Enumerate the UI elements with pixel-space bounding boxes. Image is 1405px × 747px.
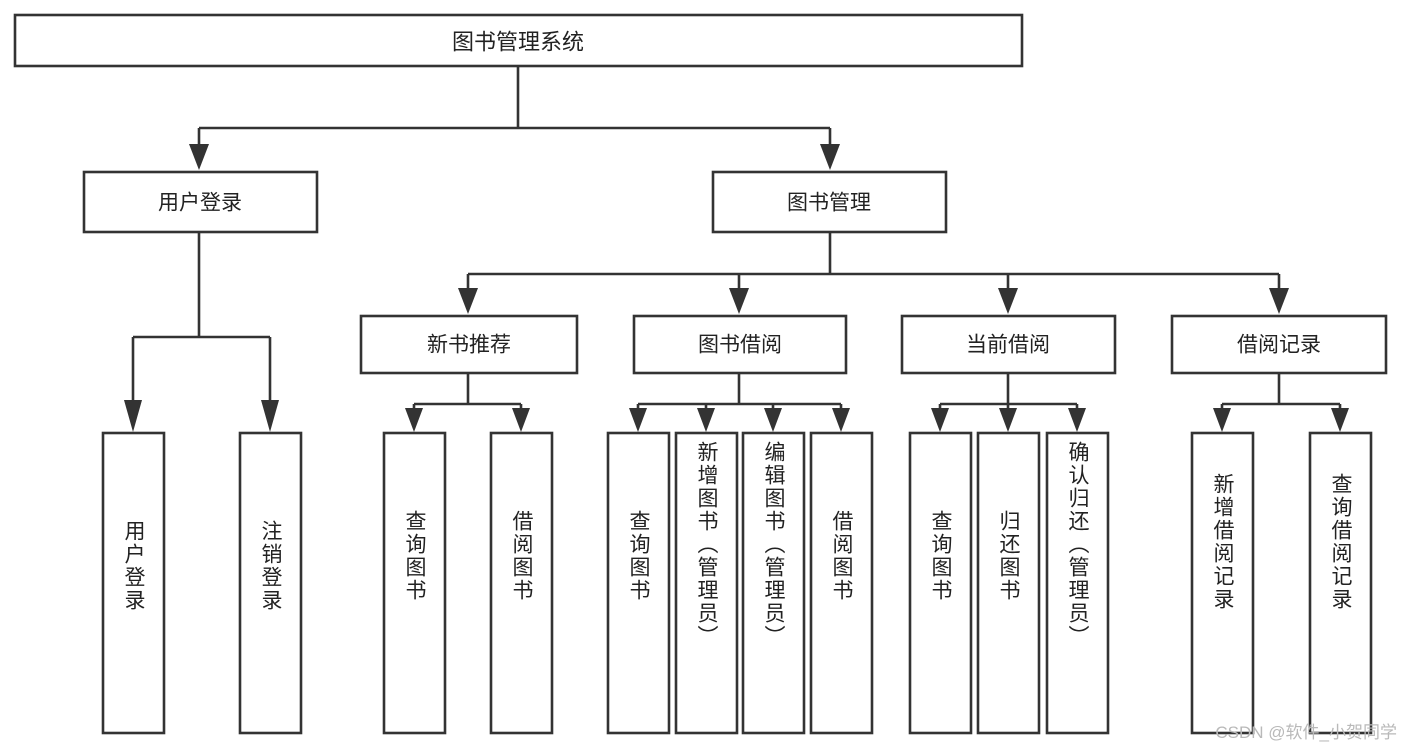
- arrow-head-leaf-query-record: [1331, 408, 1349, 432]
- connector-group-root: [189, 66, 840, 170]
- node-box-book-borrow[interactable]: [632, 314, 848, 375]
- node-box-leaf-return-book[interactable]: [976, 431, 1041, 735]
- node-label-borrow-record: 借阅记录: [1237, 334, 1321, 357]
- node-box-leaf-query-book-2[interactable]: [606, 431, 671, 735]
- node-box-leaf-borrow-book-2[interactable]: [809, 431, 874, 735]
- arrow-head-leaf-query-book-1: [405, 408, 423, 432]
- node-box-leaf-confirm-return[interactable]: [1045, 431, 1110, 735]
- arrow-head-leaf-user-login: [124, 400, 142, 432]
- node-label-root: 图书管理系统: [452, 30, 584, 55]
- node-box-new-book-recommend[interactable]: [359, 314, 579, 375]
- node-box-leaf-user-login[interactable]: [101, 431, 166, 735]
- arrow-head-leaf-borrow-book-1: [512, 408, 530, 432]
- arrow-head-borrow-record: [1269, 288, 1289, 314]
- node-box-book-management[interactable]: [711, 170, 948, 234]
- arrow-head-leaf-edit-book: [764, 408, 782, 432]
- arrow-head-leaf-return-book: [999, 408, 1017, 432]
- arrow-head-leaf-confirm-return: [1068, 408, 1086, 432]
- node-box-current-borrow[interactable]: [900, 314, 1117, 375]
- node-label-new-book-recommend: 新书推荐: [427, 334, 511, 357]
- arrow-head-user-login: [189, 144, 209, 170]
- arrow-head-book-management: [820, 144, 840, 170]
- node-label-current-borrow: 当前借阅: [966, 334, 1050, 357]
- node-box-leaf-query-book-3[interactable]: [908, 431, 973, 735]
- arrow-head-leaf-query-book-3: [931, 408, 949, 432]
- node-box-leaf-add-record[interactable]: [1190, 431, 1255, 735]
- arrow-head-leaf-borrow-book-2: [832, 408, 850, 432]
- arrow-head-leaf-logout: [261, 400, 279, 432]
- node-box-leaf-borrow-book-1[interactable]: [489, 431, 554, 735]
- connector-group-book-management: [458, 232, 1289, 314]
- node-box-leaf-query-record[interactable]: [1308, 431, 1373, 735]
- node-box-leaf-edit-book[interactable]: [741, 431, 806, 735]
- node-box-leaf-add-book[interactable]: [674, 431, 739, 735]
- arrow-head-current-borrow: [998, 288, 1018, 314]
- connector-group-book-borrow: [629, 373, 850, 432]
- arrow-head-new-book-recommend: [458, 288, 478, 314]
- node-box-root[interactable]: [13, 13, 1024, 68]
- arrow-head-leaf-query-book-2: [629, 408, 647, 432]
- connector-group-current-borrow: [931, 373, 1086, 432]
- node-label-book-management: 图书管理: [787, 192, 871, 215]
- node-box-leaf-logout[interactable]: [238, 431, 303, 735]
- connector-group-new-book-recommend: [405, 373, 530, 432]
- node-label-user-login: 用户登录: [158, 192, 242, 215]
- arrow-head-book-borrow: [729, 288, 749, 314]
- connector-group-user-login: [124, 232, 279, 432]
- node-box-borrow-record[interactable]: [1170, 314, 1388, 375]
- arrow-head-leaf-add-book: [697, 408, 715, 432]
- node-box-user-login[interactable]: [82, 170, 319, 234]
- node-box-leaf-query-book-1[interactable]: [382, 431, 447, 735]
- connector-group-borrow-record: [1213, 373, 1349, 432]
- node-label-book-borrow: 图书借阅: [698, 334, 782, 357]
- arrow-head-leaf-add-record: [1213, 408, 1231, 432]
